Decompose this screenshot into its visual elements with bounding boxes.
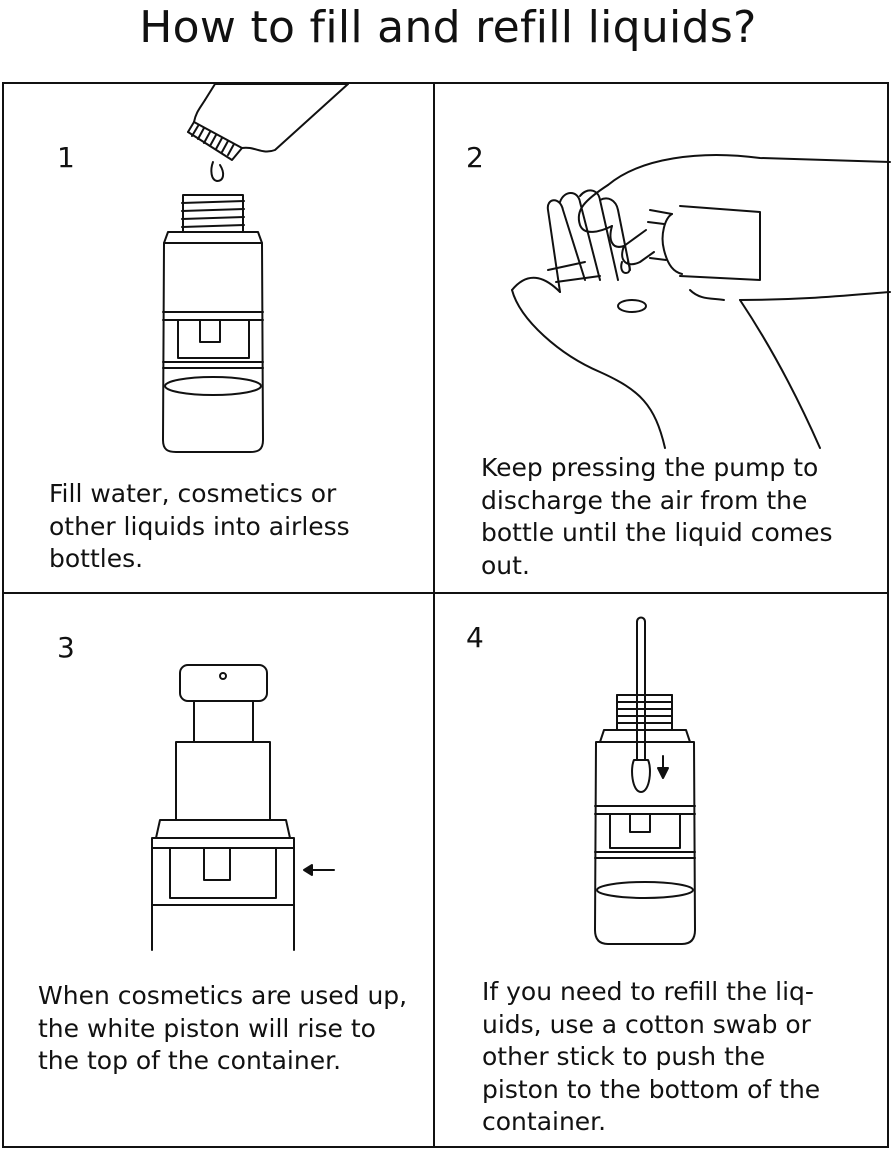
step-3-number: 3 <box>57 631 75 664</box>
step-1-number: 1 <box>57 141 75 174</box>
page-title: How to fill and refill liquids? <box>139 2 757 53</box>
step-4-caption: If you need to refill the liq- uids, use… <box>482 977 821 1136</box>
grid-divider-horizontal <box>2 592 889 594</box>
step-1-caption: Fill water, cosmetics or other liquids i… <box>49 479 350 573</box>
step-4-number: 4 <box>466 621 484 654</box>
step-3-caption: When cosmetics are used up, the white pi… <box>38 981 408 1075</box>
grid-divider-vertical <box>433 82 435 1148</box>
step-2-number: 2 <box>466 141 484 174</box>
step-2-caption: Keep pressing the pump to discharge the … <box>481 453 833 580</box>
instruction-grid <box>2 82 889 1148</box>
